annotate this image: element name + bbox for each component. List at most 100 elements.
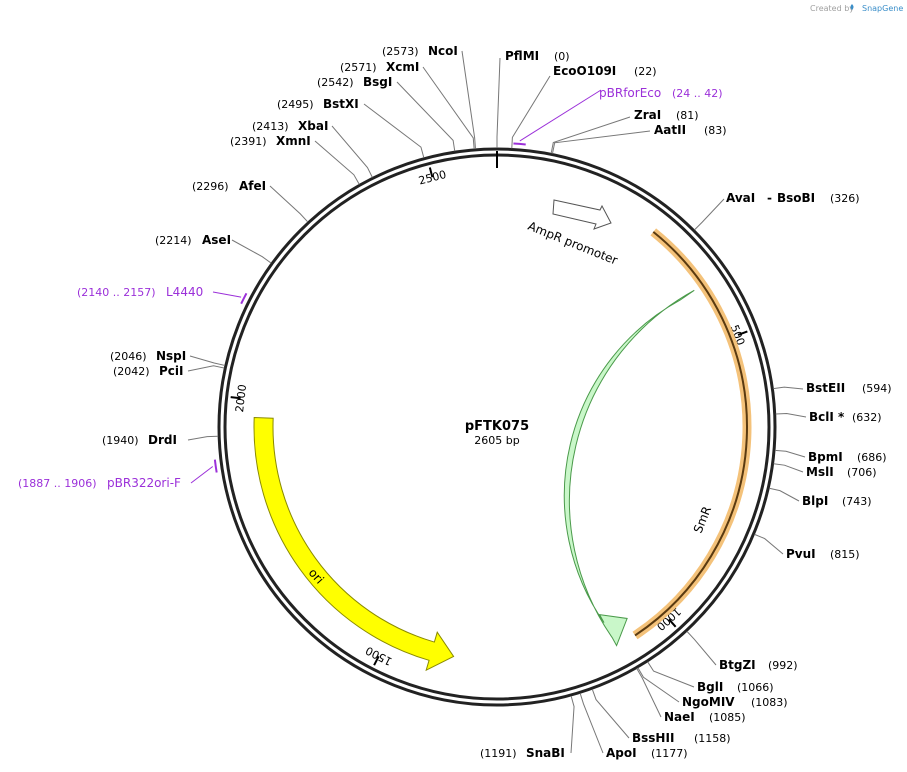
enzyme-bgli-name[interactable]: BglI [697,680,723,694]
enzyme-nspi-name[interactable]: NspI [156,349,186,363]
primer-leader [212,291,242,298]
tick-2000 [230,396,241,400]
enzyme-pcii-pos: (2042) [113,365,150,378]
leader-line [396,81,456,152]
leader-line [774,449,806,458]
enzyme-apoi-name[interactable]: ApoI [606,746,637,760]
primer-l4440-range: (2140 .. 2157) [77,286,156,299]
enzyme-asei-pos: (2214) [155,234,192,247]
enzyme-snabi-name[interactable]: SnaBI [526,746,565,760]
plasmid-length: 2605 bp [474,434,519,447]
enzyme-ecoo109i-pos: (22) [634,65,657,78]
enzyme-bcli-name[interactable]: BclI * [809,410,845,424]
enzyme-naei-name[interactable]: NaeI [664,710,695,724]
leader-line [570,695,575,754]
leader-line [231,239,272,264]
leader-line [550,116,631,154]
enzyme-nspi-pos: (2046) [110,350,147,363]
enzyme-msli-pos: (706) [847,466,877,479]
enzyme-bsgi-name[interactable]: BsgI [363,75,392,89]
leader-line [775,413,807,418]
primer-l4440-name[interactable]: L4440 [166,285,203,299]
enzyme-bsshii-name[interactable]: BssHII [632,731,674,745]
enzyme-pcii-name[interactable]: PciI [159,364,184,378]
enzyme-pflmi-name[interactable]: PflMI [505,49,539,63]
enzyme-zrai-pos: (81) [676,109,699,122]
smr-dark-line [634,231,748,637]
primer-pbr322ori-name[interactable]: pBR322ori-F [107,476,181,490]
enzyme-drdi-name[interactable]: DrdI [148,433,177,447]
backbone-outer [217,147,777,707]
enzyme-ncoi-name[interactable]: NcoI [428,44,458,58]
leader-line [551,130,651,154]
smr-feature-arrow[interactable] [563,289,695,647]
enzyme-msli-name[interactable]: MslI [806,465,834,479]
enzyme-xmni-name[interactable]: XmnI [276,134,311,148]
enzyme-pvui-name[interactable]: PvuI [786,547,816,561]
leader-line [591,689,630,739]
leader-line [511,75,551,149]
enzyme-asei-name[interactable]: AseI [202,233,231,247]
enzyme-naei-pos: (1085) [709,711,746,724]
enzyme-ncoi-pos: (2573) [382,45,419,58]
plasmid-name: pFTK075 [465,419,529,434]
enzyme-avai-name[interactable]: AvaI [726,191,755,205]
enzyme-xcmi-name[interactable]: XcmI [386,60,419,74]
primer-marks [190,89,602,484]
leader-line [422,66,475,149]
leader-line [461,50,476,149]
snapgene-logo-icon [850,4,854,10]
primer-pbr322ori-range: (1887 .. 1906) [18,477,97,490]
enzyme-bsteii-name[interactable]: BstEII [806,381,845,395]
leader-line [187,435,219,441]
leader-line [187,365,225,372]
enzyme-ngomiv-name[interactable]: NgoMIV [682,695,735,709]
credit-prefix: Created by [810,4,854,13]
enzyme-avai-pos: (326) [830,192,860,205]
tick-label-2000: 2000 [233,384,249,413]
enzyme-drdi-pos: (1940) [102,434,139,447]
leader-line [496,57,501,148]
enzyme-afei-pos: (2296) [192,180,229,193]
enzyme-bstxi-name[interactable]: BstXI [323,97,359,111]
enzyme-bgli-pos: (1066) [737,681,774,694]
enzyme-bcli-pos: (632) [852,411,882,424]
enzyme-btgzi-name[interactable]: BtgZI [719,658,756,672]
enzyme-zrai-name[interactable]: ZraI [634,108,661,122]
tick-1000 [668,618,677,628]
enzyme-afei-name[interactable]: AfeI [239,179,266,193]
leader-line [189,355,225,366]
enzyme-aatii-name[interactable]: AatII [654,123,686,137]
ori-feature-arrow[interactable] [253,416,455,672]
tick-2500 [428,167,434,178]
primer-leader [519,89,602,142]
enzyme-pflmi-pos: (0) [554,50,570,63]
ampr-promoter-arrow[interactable] [552,199,612,230]
enzyme-bsteii-pos: (594) [862,382,892,395]
primer-pbrforeco-range: (24 .. 42) [672,87,723,100]
primer-mark [240,292,248,305]
leader-line [636,668,662,718]
enzyme-aatii-pos: (83) [704,124,727,137]
enzyme-bsobi-name[interactable]: BsoBI [777,191,815,205]
enzyme-blpi-name[interactable]: BlpI [802,494,828,508]
enzyme-bpmi-name[interactable]: BpmI [808,450,843,464]
enzyme-pvui-pos: (815) [830,548,860,561]
tick-label-1500: 1500 [364,644,395,668]
enzyme-xmni-pos: (2391) [230,135,267,148]
enzyme-snabi-pos: (1191) [480,747,517,760]
enzyme-avai-sep: - [767,191,772,205]
tick-label-2500: 2500 [417,168,447,188]
leader-line [773,386,804,390]
leader-line [637,667,680,703]
primer-mark [213,459,218,473]
enzyme-xbai-name[interactable]: XbaI [298,119,328,133]
enzyme-ecoo109i-name[interactable]: EcoO109I [553,64,616,78]
leader-line [647,661,695,688]
smr-label: SmR [691,504,714,535]
enzyme-bpmi-pos: (686) [857,451,887,464]
primer-pbrforeco-name[interactable]: pBRforEco [599,86,661,100]
leader-line [269,185,309,223]
tick-1500 [373,655,380,666]
